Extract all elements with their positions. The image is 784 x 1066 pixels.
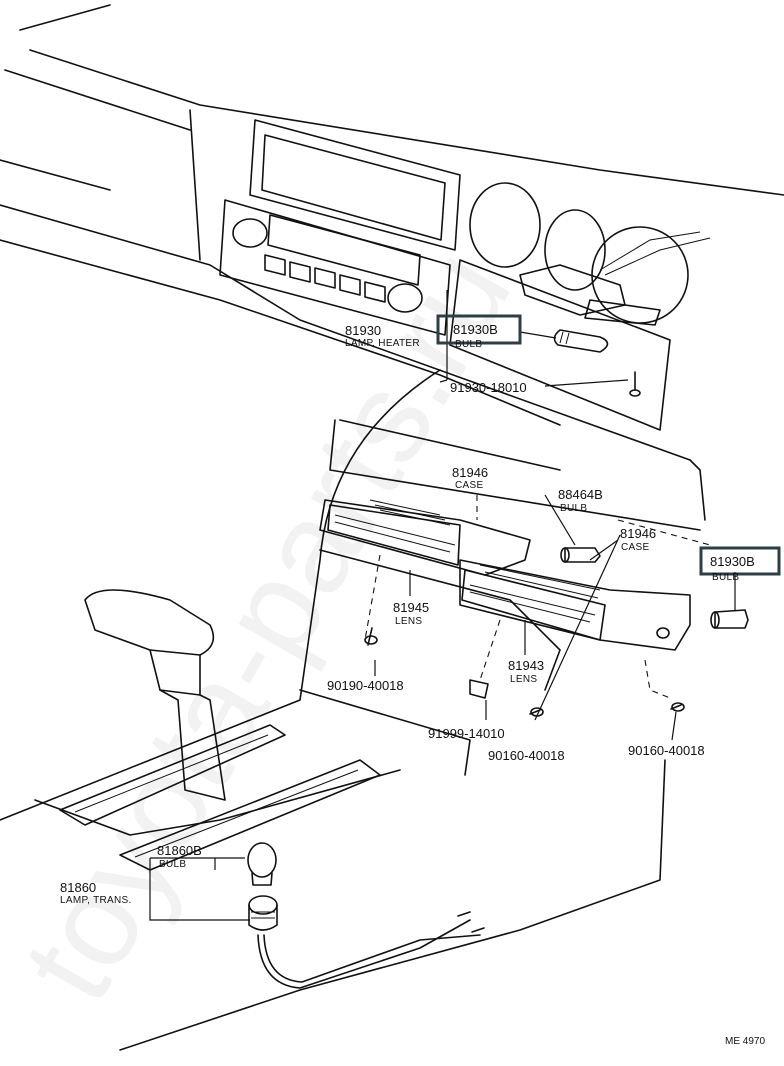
part-desc-81946-right: CASE — [621, 542, 649, 553]
callout-81946-left: 81946 CASE — [452, 465, 488, 491]
part-number-81860b: 81860B — [157, 843, 202, 858]
diagram-reference: ME 4970 — [725, 1036, 765, 1047]
indicator-case-right — [459, 559, 691, 651]
part-number-88464b: 88464B — [558, 487, 603, 502]
screw-90190 — [364, 627, 378, 646]
part-number-81930: 81930 — [345, 323, 381, 338]
callout-81943: 81943 LENS — [508, 658, 544, 685]
indicator-case-left — [319, 499, 531, 576]
trans-lamp-bulb — [247, 842, 277, 886]
callout-91930-18010: 91930-18010 — [450, 380, 527, 395]
trans-lamp-wire — [257, 911, 485, 989]
clip-91999 — [469, 679, 489, 699]
leader-lines — [149, 290, 736, 921]
indicator-bulb-88464b — [560, 547, 601, 563]
callout-90160-40018-a: 90160-40018 — [488, 748, 565, 763]
part-number-91930-18010: 91930-18010 — [450, 380, 527, 395]
part-number-81945: 81945 — [393, 600, 429, 615]
callout-90160-40018-b: 90160-40018 — [628, 743, 705, 758]
shift-trim-plates — [59, 724, 381, 871]
callout-81930b-lower: 81930B BULB — [699, 546, 781, 583]
screw-90160-a — [529, 707, 544, 717]
heater-lamp-bulb — [553, 329, 609, 353]
callout-81946-right: 81946 CASE — [620, 526, 656, 553]
part-number-81943: 81943 — [508, 658, 544, 673]
part-number-90190-40018: 90190-40018 — [327, 678, 404, 693]
part-desc-81930: LAMP, HEATER — [345, 338, 420, 349]
trans-lamp-socket — [248, 895, 278, 931]
part-number-81930b-upper: 81930B — [453, 322, 498, 337]
part-desc-81946-left: CASE — [455, 480, 483, 491]
callout-91999-14010: 91999-14010 — [428, 726, 505, 741]
part-desc-81945: LENS — [395, 616, 422, 627]
heater-screw — [629, 371, 641, 397]
part-desc-88464b: BULB — [560, 503, 587, 514]
radio-unit — [219, 119, 461, 336]
callout-88464b: 88464B BULB — [558, 487, 603, 514]
part-number-90160-40018-b: 90160-40018 — [628, 743, 705, 758]
screw-90160-b — [670, 702, 685, 712]
part-desc-81943: LENS — [510, 674, 537, 685]
part-desc-81860b: BULB — [159, 859, 186, 870]
part-number-81946-right: 81946 — [620, 526, 656, 541]
callout-81860: 81860 LAMP, TRANS. — [60, 880, 132, 906]
callout-81945: 81945 LENS — [393, 600, 429, 627]
callout-81930b-upper: 81930B BULB — [436, 314, 522, 350]
part-number-81860: 81860 — [60, 880, 96, 895]
part-desc-81930b-upper: BULB — [455, 339, 482, 350]
callout-90190-40018: 90190-40018 — [327, 678, 404, 693]
callout-81930: 81930 LAMP, HEATER — [345, 323, 420, 349]
callout-81860b: 81860B BULB — [157, 843, 202, 870]
part-number-81930b-lower: 81930B — [710, 554, 755, 569]
indicator-bulb-81930b — [710, 609, 749, 629]
shift-lever — [84, 589, 226, 801]
indicator-lens-left — [334, 514, 456, 553]
console-bezel — [34, 419, 561, 836]
part-desc-81860: LAMP, TRANS. — [60, 895, 132, 906]
dashboard-outline — [0, 4, 784, 1051]
indicator-lens-right — [469, 584, 596, 623]
part-number-90160-40018-a: 90160-40018 — [488, 748, 565, 763]
part-number-81946-left: 81946 — [452, 465, 488, 480]
part-desc-81930b-lower: BULB — [712, 572, 739, 583]
part-number-91999-14010: 91999-14010 — [428, 726, 505, 741]
